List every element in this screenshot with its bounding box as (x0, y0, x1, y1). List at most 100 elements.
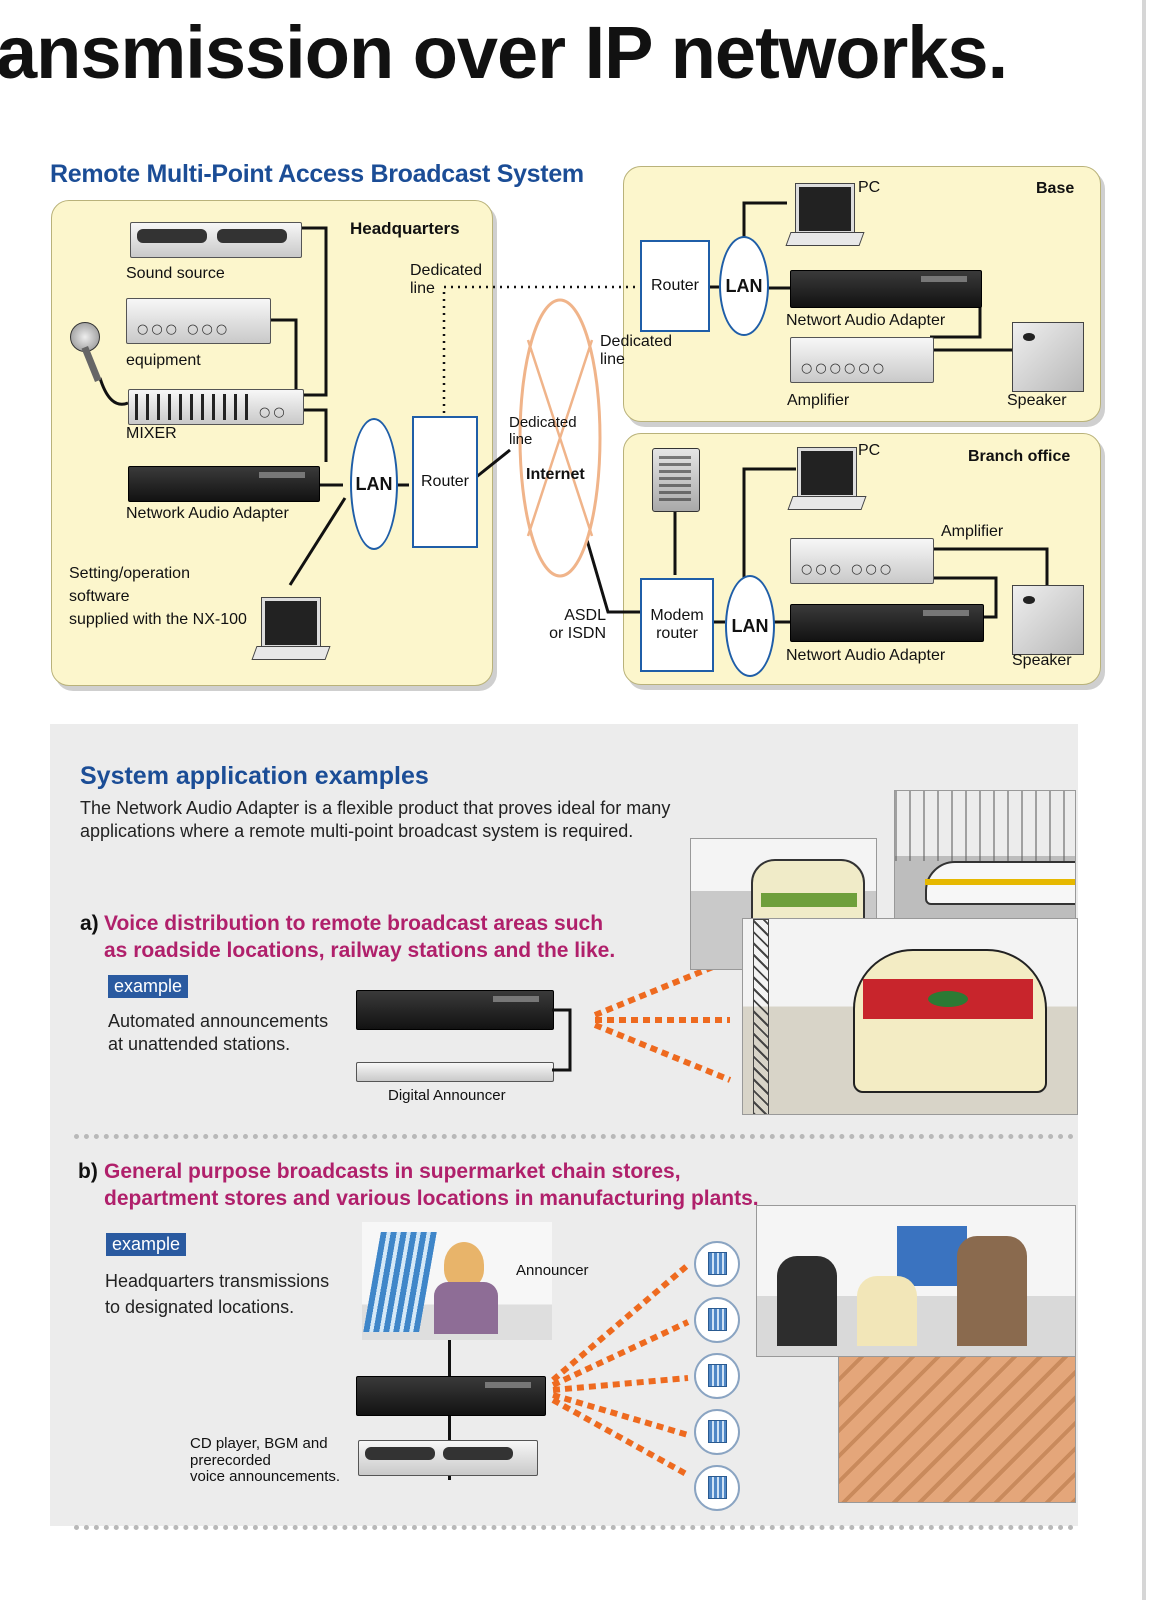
railway-illustration-2 (894, 790, 1076, 922)
mixer-device: ○○ (128, 389, 304, 425)
dedicated-line-label-top: Dedicated line (410, 262, 482, 299)
a-title-line1: Voice distribution to remote broadcast a… (104, 912, 604, 935)
modem-label-line1: Modem (650, 607, 704, 624)
cd-player-device (358, 1440, 538, 1476)
software-label-line1: Setting/operation (69, 565, 190, 582)
page-edge-line (1142, 0, 1146, 1600)
wire-branch-amp-adapter (930, 576, 998, 619)
dedicated-line-label-mid: Dedicated line (600, 333, 672, 370)
branch-lan-label: LAN (731, 615, 769, 636)
example-b-tag: example (106, 1233, 187, 1256)
examples-intro: The Network Audio Adapter is a flexible … (80, 797, 670, 843)
branch-speaker-icon (1012, 585, 1084, 655)
wire-branch-amp-speaker (932, 547, 1049, 590)
wire-branch-lan-pc (742, 467, 796, 578)
internet-label: Internet (526, 466, 585, 483)
dedicated-low-word2: line (509, 431, 533, 449)
cd-label-line1: CD player, BGM and (190, 1435, 328, 1452)
base-pc-laptop-icon (785, 183, 865, 246)
a-text-line2: at unattended stations. (108, 1034, 291, 1055)
example-b-text: Headquarters transmissions to designated… (105, 1268, 329, 1320)
base-lan-label: LAN (725, 275, 763, 296)
headquarters-title: Headquarters (350, 219, 460, 238)
page-headline: ansmission over IP networks. (0, 11, 1008, 94)
section-divider-1 (74, 1134, 1074, 1139)
announcer-illustration (362, 1222, 552, 1340)
branch-title: Branch office (968, 448, 1071, 465)
diagram-title: Remote Multi-Point Access Broadcast Syst… (50, 160, 584, 188)
diagram-connections (98, 201, 1049, 624)
b-title-line1: General purpose broadcasts in supermarke… (104, 1160, 681, 1183)
example-a-adapter-device (356, 990, 554, 1030)
example-a-title: Voice distribution to remote broadcast a… (104, 910, 615, 965)
branch-pc-label: PC (858, 442, 881, 459)
wire-base-lan-pc (742, 201, 787, 248)
base-amplifier-label: Amplifier (787, 392, 850, 409)
example-a-tag: example (108, 975, 189, 998)
telephone-icon (652, 448, 700, 512)
equipment-device: ○○○ ○○○ (126, 298, 271, 344)
wire-equipment-mixer (270, 318, 298, 395)
example-a-marker: a) (80, 912, 99, 935)
wire-pc-lan (288, 497, 347, 586)
example-b-marker: b) (78, 1160, 98, 1183)
dedicated-line-label-low: Dedicated line (509, 414, 577, 449)
office-meeting-illustration (756, 1205, 1076, 1357)
hq-lan-bubble: LAN (350, 418, 398, 550)
branch-lan-bubble: LAN (725, 575, 775, 677)
base-amplifier-device: ○○○○○○ (790, 337, 934, 383)
hq-router-box: Router (412, 416, 478, 548)
asdl-label: ASDL or ISDN (544, 607, 606, 644)
branch-amplifier-device: ○○○ ○○○ (790, 538, 934, 584)
wire-internet-modem (578, 515, 640, 614)
base-pc-label: PC (858, 179, 881, 196)
base-adapter-device (790, 270, 982, 308)
example-a-wire (552, 1008, 572, 1072)
wire-router-internet (474, 448, 511, 480)
announcer-label: Announcer (516, 1262, 589, 1279)
a-title-line2: as roadside locations, railway stations … (104, 939, 616, 963)
cd-player-label: CD player, BGM and prerecorded voice ann… (190, 1435, 340, 1486)
base-router-label: Router (650, 277, 700, 294)
digital-announcer-label: Digital Announcer (388, 1087, 506, 1104)
wire-mic (98, 377, 129, 406)
branch-amplifier-label: Amplifier (941, 523, 1004, 540)
intro-line1: The Network Audio Adapter is a flexible … (80, 798, 671, 818)
dedicated-low-word1: Dedicated (509, 414, 577, 431)
base-lan-bubble: LAN (719, 236, 769, 336)
railway-illustration-3 (742, 918, 1078, 1115)
base-speaker-icon (1012, 322, 1084, 392)
hq-lan-label: LAN (355, 473, 393, 494)
example-a-text: Automated announcements at unattended st… (108, 1010, 328, 1056)
wire-mixer-adapter (302, 408, 328, 462)
network-audio-adapter-device (128, 466, 320, 502)
software-label-line2: software (69, 588, 130, 605)
hq-pc-laptop-icon (251, 597, 331, 660)
branch-modem-router-box: Modem router (640, 578, 714, 672)
branch-pc-laptop-icon (787, 447, 867, 510)
intro-line2: applications where a remote multi-point … (80, 821, 634, 842)
mixer-label: MIXER (126, 425, 177, 442)
building-icon-2 (694, 1297, 740, 1343)
base-title: Base (1036, 180, 1075, 197)
sound-source-device (130, 222, 302, 258)
warehouse-illustration (838, 1356, 1076, 1503)
dedicated-mid-word2: line (600, 351, 625, 369)
asdl-word1: ASDL (564, 607, 606, 624)
cd-label-line2: prerecorded (190, 1451, 271, 1469)
example-b-title: General purpose broadcasts in supermarke… (104, 1158, 759, 1213)
branch-adapter-label: Networt Audio Adapter (786, 647, 946, 664)
equipment-label: equipment (126, 352, 201, 369)
factory-icon-1 (694, 1409, 740, 1455)
section-divider-2 (74, 1525, 1074, 1530)
hq-router-label: Router (420, 473, 470, 490)
base-speaker-label: Speaker (1007, 392, 1067, 409)
asdl-word2: or ISDN (549, 625, 606, 643)
factory-icon-2 (694, 1465, 740, 1511)
b-title-line2: department stores and various locations … (104, 1187, 759, 1211)
base-adapter-label: Networt Audio Adapter (786, 312, 946, 329)
example-b-adapter-device (356, 1376, 546, 1416)
modem-label-line2: router (656, 625, 698, 642)
example-a-signal-icon (593, 957, 732, 1083)
building-icon-3 (694, 1353, 740, 1399)
